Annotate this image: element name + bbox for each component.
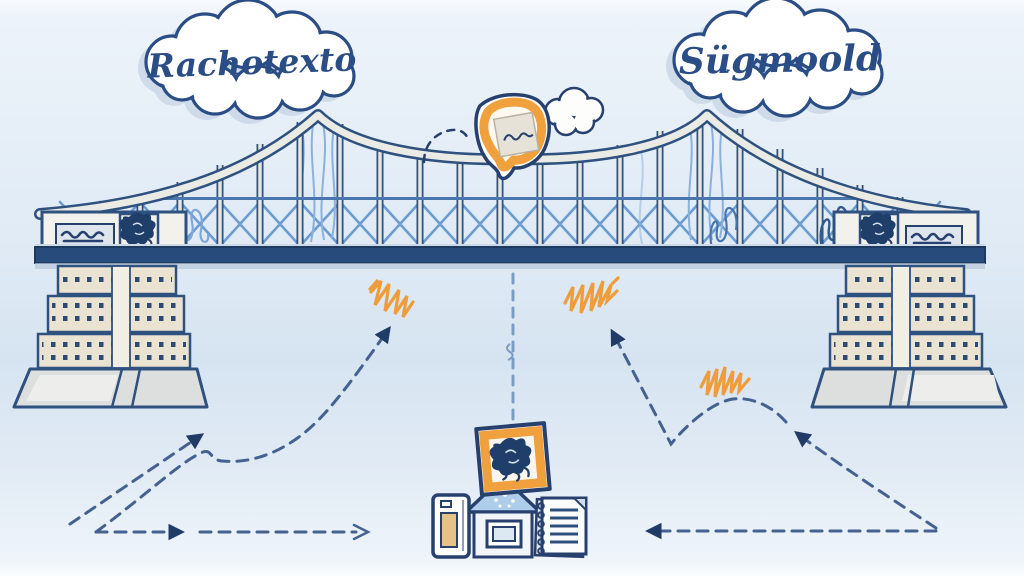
notebook-icon [533, 496, 588, 559]
spark-zigzags [368, 276, 751, 398]
arrow-diagonal-up-right [68, 433, 205, 526]
thin-chevron-arrowhead [352, 523, 371, 541]
dashed-arrows [68, 325, 938, 541]
label-cloud-right-text: Sügmoold [678, 37, 881, 83]
arrow-curve-up-right-side [794, 431, 938, 530]
phone-icon [431, 493, 471, 559]
left-pier [12, 264, 209, 409]
bridge-deck [34, 244, 986, 269]
arrow-curve-to-left-spark [94, 325, 391, 534]
label-cloud-right: Sügmoold [666, 0, 884, 122]
zigzag-spark-1 [368, 279, 415, 318]
end-panel-right [832, 210, 980, 252]
center-line-squiggle [506, 343, 514, 361]
label-cloud-left: Rachotexto [138, 0, 357, 124]
small-cloud-icon [543, 86, 605, 137]
plaque-left-scribble [60, 230, 105, 243]
zigzag-spark-3 [699, 366, 751, 398]
plaque-left [55, 223, 115, 247]
plaque-right-scribble [910, 232, 955, 245]
label-cloud-left-text: Rachotexto [146, 39, 357, 85]
arrow-wave-to-middle-spark [610, 328, 788, 447]
zigzag-spark-2 [563, 276, 620, 314]
dashed-cloud-icon [422, 128, 470, 164]
right-pier [810, 264, 1008, 409]
swirl-right-mid [709, 206, 738, 249]
badge-crest-icon [474, 421, 552, 497]
pin-scribble [503, 132, 534, 141]
end-panel-left [40, 210, 188, 252]
chat-pin-icon [474, 92, 551, 181]
